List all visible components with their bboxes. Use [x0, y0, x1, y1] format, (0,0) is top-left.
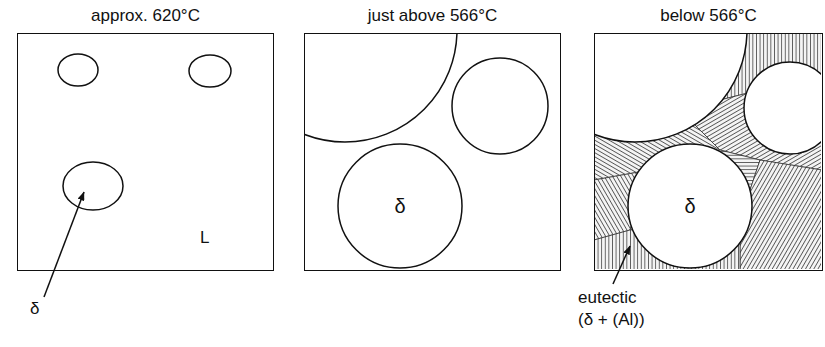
stage-panel: just above 566°Cδ: [304, 33, 561, 271]
phase-label: δ: [394, 194, 405, 218]
delta-crystal: δ: [337, 143, 463, 269]
crystal-circle: [338, 144, 462, 268]
stage-panel: approx. 620°CL: [17, 33, 274, 271]
panel-contents: [305, 34, 548, 154]
panel-title: just above 566°C: [305, 6, 560, 26]
stage-panel: below 566°Cδ: [594, 33, 823, 271]
delta-crystal: [63, 162, 123, 210]
phase-label: δ: [30, 298, 39, 320]
panel-title: below 566°C: [595, 6, 822, 26]
leader-arrow: [613, 246, 630, 284]
leader-arrow: [44, 192, 84, 297]
crystal-circle: [628, 144, 752, 268]
delta-crystal: [305, 34, 457, 142]
delta-crystal: [744, 62, 821, 154]
phase-label: L: [200, 228, 209, 248]
delta-crystal: [452, 58, 548, 154]
delta-crystal: δ: [627, 143, 753, 269]
panel-title: approx. 620°C: [18, 6, 273, 26]
delta-crystal: [58, 54, 98, 86]
delta-crystal: [595, 34, 747, 142]
phase-label: eutectic (δ + (Al)): [578, 287, 646, 331]
panel-contents: [595, 34, 821, 269]
delta-crystal: [189, 55, 231, 87]
phase-label: δ: [684, 194, 695, 218]
